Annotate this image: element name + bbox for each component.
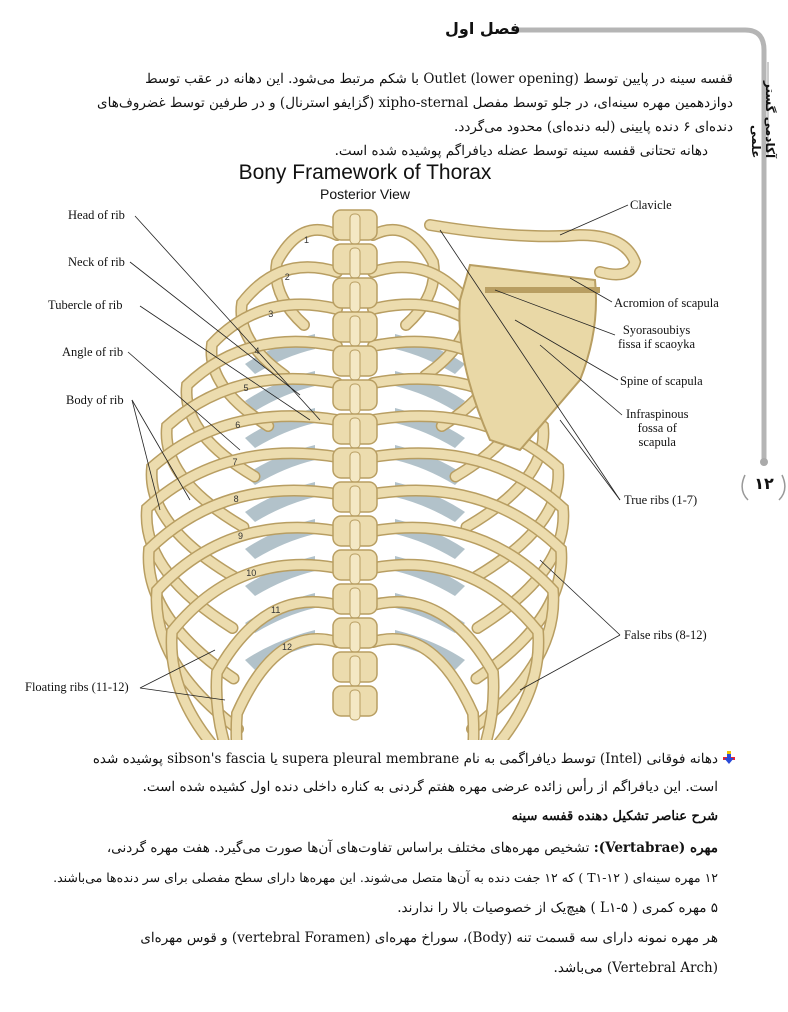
scapula (458, 263, 597, 452)
left-rib-5 (162, 374, 342, 532)
header-frame (511, 26, 786, 501)
leader-line (134, 215, 321, 421)
right-rib-5 (368, 374, 548, 532)
label-acromion: Acromion of scapula (614, 296, 719, 310)
rib-number-2: 2 (285, 272, 290, 282)
leader-line (539, 559, 621, 636)
label-floating-ribs: Floating ribs (11-12) (25, 680, 129, 694)
label-neck-of-rib: Neck of rib (68, 255, 125, 269)
leader-line (494, 289, 616, 336)
intro-line-4: دهانه تحتانی قفسه سینه توسط عضله دیافراگ… (334, 143, 708, 159)
spinous-process (349, 689, 361, 721)
rib-number-5: 5 (244, 383, 249, 393)
leader-line (139, 687, 226, 701)
figure-subtitle: Posterior View (319, 186, 410, 202)
label-head-of-rib: Head of rib (68, 208, 125, 222)
label-tubercle-of-rib: Tubercle of rib (48, 298, 123, 312)
rib-number-1: 1 (304, 235, 309, 245)
rib-number-9: 9 (238, 531, 243, 541)
right-rib-8 (368, 485, 566, 683)
spinous-process (349, 213, 361, 245)
intro-line-2: دوازدهمین مهره سینه‌ای، در جلو توسط مفصل… (97, 95, 733, 111)
leader-line (139, 649, 216, 689)
vertebrae-line-5: (Vertebral Arch) می‌باشد. (553, 960, 718, 976)
label-infraspinous-fossa: Infraspinous fossa of scapula (626, 407, 689, 449)
label-body-of-rib: Body of rib (66, 393, 124, 407)
spinous-process (349, 587, 361, 619)
leader-line (439, 229, 621, 501)
right-rib-9 (368, 523, 558, 734)
leader-line (569, 277, 613, 303)
rib-number-6: 6 (235, 420, 240, 430)
rib-number-7: 7 (233, 457, 238, 467)
spinous-process (349, 315, 361, 347)
label-angle-of-rib: Angle of rib (62, 345, 124, 359)
leader-line (129, 261, 301, 396)
left-rib-6 (147, 411, 342, 582)
left-rib-11 (211, 597, 342, 740)
vertebrae-line-2: ۱۲ مهره سینه‌ای ( T۱-۱۲ ) که ۱۲ جفت دنده… (53, 870, 718, 885)
intro-line-3: دنده‌ای ۶ دنده پایینی (لبه دنده‌ای) محدو… (454, 119, 733, 135)
leader-line (539, 344, 623, 416)
leader-line (139, 305, 311, 421)
spinous-process (349, 451, 361, 483)
thorax-illustration: 123456789101112 (127, 204, 642, 740)
leader-line (514, 319, 619, 381)
spinous-process (349, 621, 361, 653)
left-rib-8 (144, 485, 342, 683)
intro-line-1: قفسه سینه در پایین توسط Outlet (lower op… (145, 71, 733, 87)
left-rib-10 (167, 560, 342, 740)
spinous-process (349, 655, 361, 687)
label-false-ribs: False ribs (8-12) (624, 628, 707, 642)
right-rib-6 (368, 411, 563, 582)
spinous-process (349, 485, 361, 517)
left-rib-7 (142, 448, 342, 633)
leader-line (127, 351, 241, 451)
right-rib-10 (368, 560, 543, 740)
section-heading: شرح عناصر تشکیل دهنده قفسه سینه (511, 809, 718, 824)
rib-number-8: 8 (234, 494, 239, 504)
page-number: ۱۲ (754, 474, 774, 493)
figure-title: Bony Framework of Thorax (238, 161, 492, 184)
bullet-line-1: دهانه فوقانی (Intel) توسط دیافراگمی به ن… (92, 751, 718, 767)
label-spine-of-scapula: Spine of scapula (620, 374, 703, 388)
left-rib-12 (231, 634, 342, 740)
spinous-process (349, 281, 361, 313)
vertebrae-line-3: ۵ مهره کمری ( L۱-۵ ) هیچ‌یک از خصوصیات ب… (397, 900, 718, 916)
label-true-ribs: True ribs (1-7) (624, 493, 698, 507)
label-supraspinous-fossa: Syorasoubiys fissa if scaoyka (618, 323, 696, 351)
vertebrae-line-4: هر مهره نمونه دارای سه قسمت تنه (Body)، … (140, 930, 718, 946)
leader-line (131, 399, 161, 511)
leader-line (131, 399, 191, 501)
arrow-down-bullet-icon (723, 751, 735, 764)
left-rib-4 (182, 337, 342, 481)
leader-line (559, 419, 621, 501)
right-rib-12 (368, 634, 479, 740)
rib-number-3: 3 (268, 309, 273, 319)
right-rib-7 (368, 448, 568, 633)
left-rib-3 (206, 299, 342, 431)
spinous-process (349, 519, 361, 551)
spinous-process (349, 383, 361, 415)
rib-number-12: 12 (282, 642, 292, 652)
leader-line (519, 634, 621, 691)
spinous-process (349, 349, 361, 381)
side-title: آکادمی گستر علمی (749, 80, 777, 158)
rib-number-11: 11 (271, 605, 280, 615)
left-rib-9 (152, 523, 342, 734)
spinous-process (349, 553, 361, 585)
rib-number-10: 10 (246, 568, 256, 578)
vertebrae-term: مهره (Vertabrae): (593, 840, 718, 856)
leader-line (559, 204, 629, 236)
bullet-line-2: است. این دیافراگم از رأس زائده عرضی مهره… (142, 779, 718, 795)
chapter-title: فصل اول (445, 19, 521, 38)
vertebrae-line-1: مهره (Vertabrae): تشخیص مهره‌های مختلف ب… (107, 836, 718, 860)
clavicle (425, 220, 640, 279)
spinous-process (349, 247, 361, 279)
vertebrae-text-1: تشخیص مهره‌های مختلف براساس تفاوت‌های آن… (106, 840, 590, 856)
label-clavicle: Clavicle (630, 198, 672, 212)
right-rib-11 (368, 597, 499, 740)
spinous-process (349, 417, 361, 449)
